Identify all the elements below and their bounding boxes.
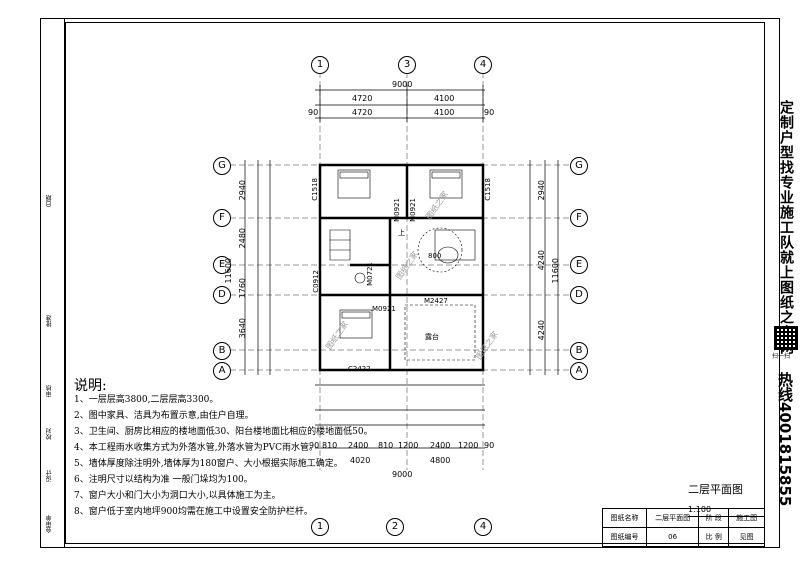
hotline: 热线4001815855 bbox=[776, 372, 794, 507]
axis-left-b: B bbox=[213, 342, 231, 360]
axis-right-g: G bbox=[570, 157, 588, 175]
axis-bottom-1: 1 bbox=[311, 518, 329, 536]
label-m2427: M2427 bbox=[424, 297, 448, 305]
tb-stage-value: 施工图 bbox=[728, 508, 765, 528]
qr-code-icon bbox=[774, 326, 798, 350]
dim-bot-r1-2: 2400 bbox=[348, 441, 369, 450]
note-6: 6、注明尺寸以结构为准 一般门垛均为100。 bbox=[74, 475, 253, 485]
dim-top-r1-b: 4100 bbox=[434, 94, 455, 103]
axis-left-f: F bbox=[213, 209, 231, 227]
dim-bot-r2-a: 4020 bbox=[350, 456, 371, 465]
dim-right-2: 4240 bbox=[537, 320, 546, 341]
dim-left-total: 11600 bbox=[224, 258, 233, 284]
dim-bot-r1-7: 90 bbox=[484, 441, 495, 450]
tb-name-value: 二层平面图 bbox=[645, 508, 700, 528]
axis-right-d: D bbox=[570, 286, 588, 304]
qr-caption: 扫一扫 bbox=[772, 353, 791, 360]
left-signature-strip bbox=[40, 18, 65, 548]
axis-top-1: 1 bbox=[311, 56, 329, 74]
dim-bot-r1-4: 1200 bbox=[398, 441, 419, 450]
note-8: 8、窗户低于室内地坪900均需在施工中设置安全防护栏杆。 bbox=[74, 507, 313, 517]
tb-number-value: 06 bbox=[645, 527, 700, 547]
axis-left-d: D bbox=[213, 286, 231, 304]
floor-plan-drawing: 图纸之家 图纸之家 图纸之家 图纸之家 bbox=[230, 72, 590, 470]
note-5: 5、墙体厚度除注明外,墙体厚为180窗户、大小根据实际施工确定。 bbox=[74, 459, 343, 469]
dim-right-1: 4240 bbox=[537, 250, 546, 271]
dim-left-1: 2480 bbox=[238, 228, 247, 249]
axis-left-e: E bbox=[213, 256, 231, 274]
label-hole: 800 bbox=[428, 252, 442, 260]
dim-right-0: 2940 bbox=[537, 180, 546, 201]
svg-text:图纸之家: 图纸之家 bbox=[473, 329, 500, 361]
dim-bot-r1-5: 2400 bbox=[430, 441, 451, 450]
note-7: 7、窗户大小和门大小为洞口大小,以具体施工为主。 bbox=[74, 491, 281, 501]
axis-left-a: A bbox=[213, 362, 231, 380]
tb-name-label: 图纸名称 bbox=[602, 508, 647, 528]
notes-title: 说明: bbox=[74, 378, 107, 394]
tb-stage-label: 阶 段 bbox=[698, 508, 730, 528]
label-m0921-a: M0921 bbox=[393, 198, 401, 222]
axis-top-3: 3 bbox=[398, 56, 416, 74]
dim-bot-r1-3: 810 bbox=[378, 441, 394, 450]
dim-top-r2-a: 4720 bbox=[352, 108, 373, 117]
drawing-outer-frame bbox=[40, 18, 780, 548]
dim-top-r1-a: 4720 bbox=[352, 94, 373, 103]
label-m0921-b: M0921 bbox=[409, 198, 417, 222]
axis-bottom-2: 2 bbox=[386, 518, 404, 536]
plan-title: 二层平面图 bbox=[688, 483, 743, 496]
note-4: 4、本工程雨水收集方式为外落水管,外落水管为PVC雨水管。 bbox=[74, 443, 319, 453]
svg-text:图纸之家: 图纸之家 bbox=[423, 189, 450, 221]
note-3: 3、卫生间、厨房比相应的楼地面低30、阳台楼地面比相应的楼地面低50。 bbox=[74, 427, 373, 437]
tb-ratio-label: 比 例 bbox=[698, 527, 730, 547]
dim-top-total: 9000 bbox=[392, 80, 413, 89]
axis-right-f: F bbox=[570, 209, 588, 227]
axis-right-a: A bbox=[570, 362, 588, 380]
tb-ratio-value: 见图 bbox=[728, 527, 765, 547]
side-label-check: 校对 bbox=[46, 428, 53, 440]
drawing-inner-frame bbox=[65, 22, 765, 544]
dim-bot-r2-b: 4800 bbox=[430, 456, 451, 465]
axis-bottom-4: 4 bbox=[474, 518, 492, 536]
note-1: 1、一层层高3800,二层层高3300。 bbox=[74, 395, 219, 405]
dim-bot-r1-1: 810 bbox=[322, 441, 338, 450]
axis-top-4: 4 bbox=[474, 56, 492, 74]
dim-top-r2-b: 4100 bbox=[434, 108, 455, 117]
dim-right-total: 11600 bbox=[551, 258, 560, 284]
tb-number-label: 图纸编号 bbox=[602, 527, 647, 547]
axis-right-e: E bbox=[570, 256, 588, 274]
dim-bot-total: 9000 bbox=[392, 470, 413, 479]
label-c0912: C0912 bbox=[312, 270, 320, 293]
axis-left-g: G bbox=[213, 157, 231, 175]
side-label-review: 会审单 bbox=[46, 515, 53, 533]
label-c2422: C2422 bbox=[348, 365, 371, 373]
dim-left-2: 1760 bbox=[238, 278, 247, 299]
svg-text:图纸之家: 图纸之家 bbox=[323, 319, 350, 351]
label-terrace: 露台 bbox=[425, 333, 439, 341]
dim-top-end-left: 90 bbox=[308, 108, 319, 117]
side-label-audit: 审核 bbox=[46, 385, 53, 397]
axis-right-b: B bbox=[570, 342, 588, 360]
dim-top-end-right: 90 bbox=[484, 108, 495, 117]
label-c1518-right: C1518 bbox=[484, 178, 492, 201]
brand-slogan: 定制户型找专业施工队就上图纸之家网 bbox=[778, 100, 794, 355]
side-label-design: 设计 bbox=[46, 470, 53, 482]
dim-left-3: 3640 bbox=[238, 318, 247, 339]
dim-left-0: 2940 bbox=[238, 180, 247, 201]
title-block-table: 图纸名称 二层平面图 阶 段 施工图 图纸编号 06 比 例 见图 bbox=[602, 508, 765, 547]
side-label-date: 日期 bbox=[46, 195, 53, 207]
dim-bot-r1-6: 1200 bbox=[458, 441, 479, 450]
label-m0721: M0721 bbox=[366, 262, 374, 286]
note-2: 2、图中家具、洁具为布置示意,由住户自理。 bbox=[74, 411, 254, 421]
label-up: 上 bbox=[398, 229, 405, 237]
side-label-approve: 批准 bbox=[46, 315, 53, 327]
label-c1518-left: C1518 bbox=[311, 178, 319, 201]
label-m0921-c: M0921 bbox=[372, 305, 396, 313]
dim-bot-r1-0: 90 bbox=[309, 441, 320, 450]
